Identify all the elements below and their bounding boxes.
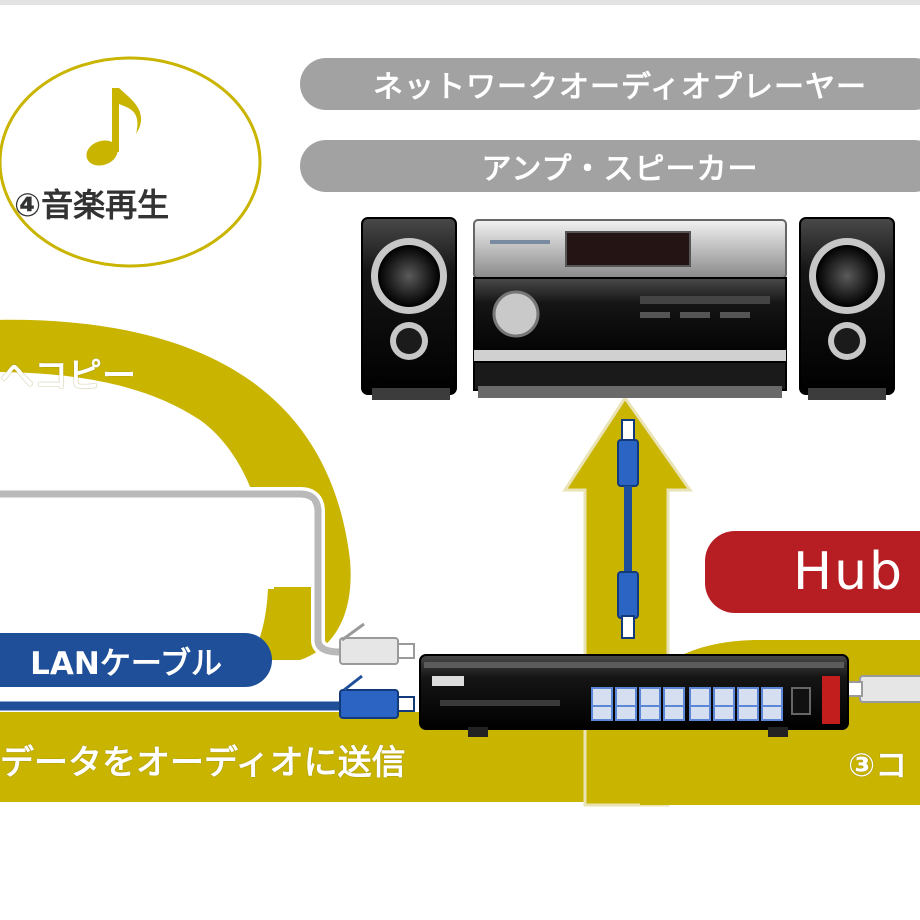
right-speaker-icon	[799, 217, 895, 400]
eighth-note-icon	[86, 88, 142, 166]
send-step-label: データをオーディオに送信	[0, 743, 406, 783]
network-player-pill: ネットワークオーディオプレーヤー	[300, 58, 920, 110]
lan-cable-pill: LANケーブル	[0, 633, 272, 687]
amp-speaker-label: アンプ・スピーカー	[481, 152, 759, 187]
nas-box-outline	[0, 490, 341, 656]
gray-cable-icon	[339, 622, 415, 665]
right-cable-icon	[845, 675, 920, 703]
av-receiver-icon	[473, 219, 787, 398]
copy-step-label: へコピー	[0, 356, 136, 396]
top-border	[0, 0, 920, 5]
hub-pill: Hub	[705, 531, 920, 613]
left-speaker-icon	[361, 217, 457, 400]
play-ellipse	[0, 56, 262, 268]
nas-box-inner	[0, 501, 312, 587]
copy-arc-band	[0, 319, 351, 660]
vertical-cable-icon	[617, 419, 639, 639]
play-step-label: ④音楽再生	[14, 186, 170, 224]
send-band	[0, 660, 610, 802]
blue-cable-icon	[339, 674, 415, 719]
network-player-label: ネットワークオーディオプレーヤー	[373, 70, 867, 105]
lan-cable-label: LANケーブル	[30, 645, 222, 682]
copy3-step-label: ③コ	[848, 746, 908, 784]
amp-speaker-pill: アンプ・スピーカー	[300, 140, 920, 192]
hub-label: Hub	[793, 542, 905, 602]
network-hub-icon	[419, 654, 849, 737]
